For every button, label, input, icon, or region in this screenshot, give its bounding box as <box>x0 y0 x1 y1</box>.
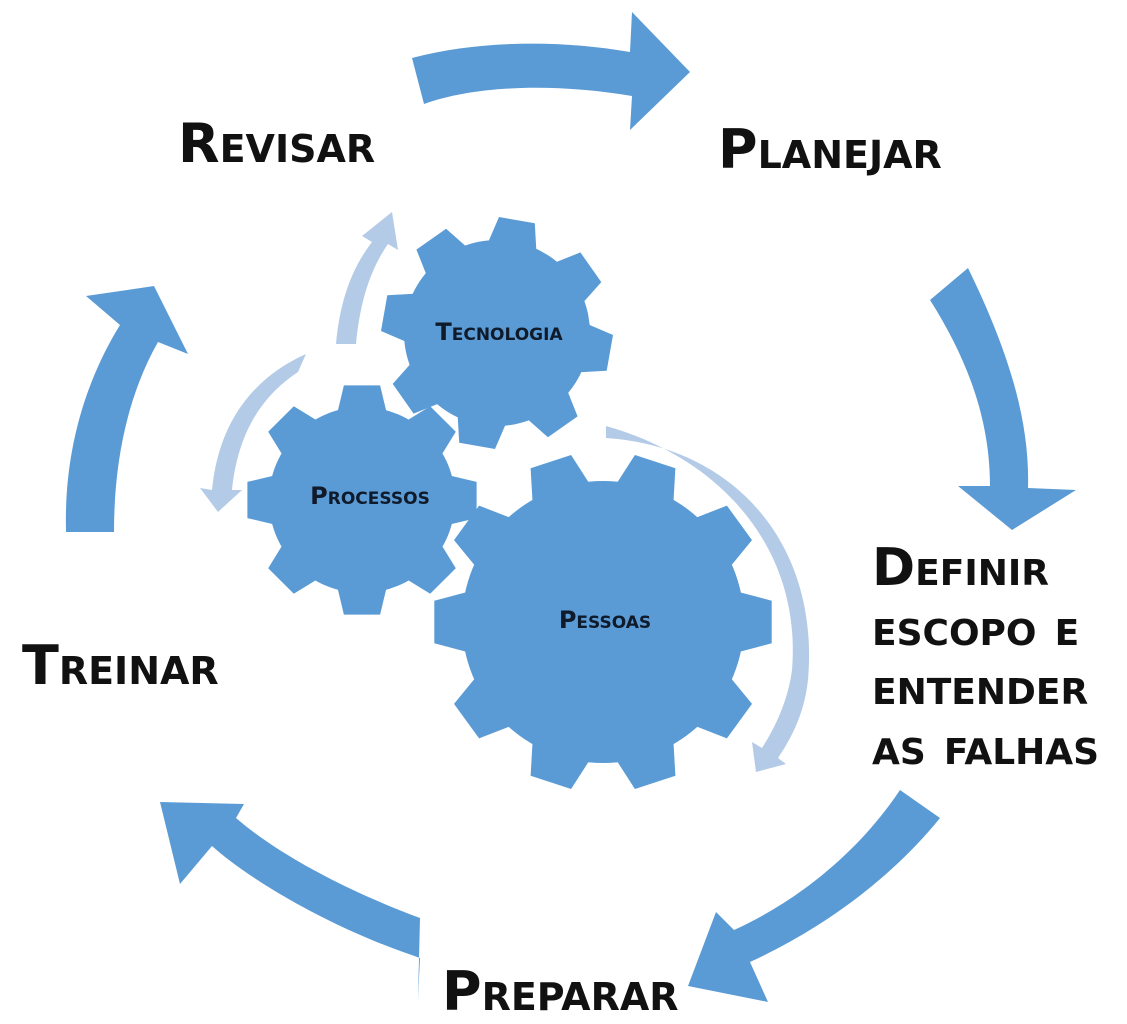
arrow-planejar-to-definir <box>930 268 1076 530</box>
stage-label-definir-line-4: as falhas <box>872 717 1099 777</box>
gear-label-tecnologia: Tecnologia <box>435 318 563 346</box>
stage-label-preparar: Preparar <box>442 960 679 1023</box>
stage-label-definir-line-3: entender <box>872 657 1088 717</box>
stage-label-definir-line-1: Definir <box>872 538 1049 598</box>
inner-arrow-around-pessoas <box>606 426 810 772</box>
inner-arrow-tecnologia-to-processos <box>200 354 306 512</box>
arrow-definir-to-preparar <box>688 790 940 1002</box>
stage-label-planejar: Planejar <box>718 118 942 181</box>
arrow-treinar-to-revisar <box>65 286 188 532</box>
gear-processos-body <box>269 407 455 593</box>
gear-pessoas-body <box>462 481 744 763</box>
stage-label-treinar: Treinar <box>22 634 219 697</box>
inner-arrow-processos-to-tecnologia <box>336 212 398 344</box>
stage-label-definir-line-2: escopo e <box>872 598 1079 658</box>
stage-label-revisar: Revisar <box>178 112 375 175</box>
stage-label-definir: Definir escopo e entender as falhas <box>872 538 1099 777</box>
gear-tecnologia-body <box>404 240 590 426</box>
gear-label-pessoas: Pessoas <box>559 606 651 634</box>
arrow-revisar-to-planejar <box>412 12 690 130</box>
arrow-preparar-to-treinar <box>160 802 420 1000</box>
gear-label-processos: Processos <box>310 482 430 510</box>
